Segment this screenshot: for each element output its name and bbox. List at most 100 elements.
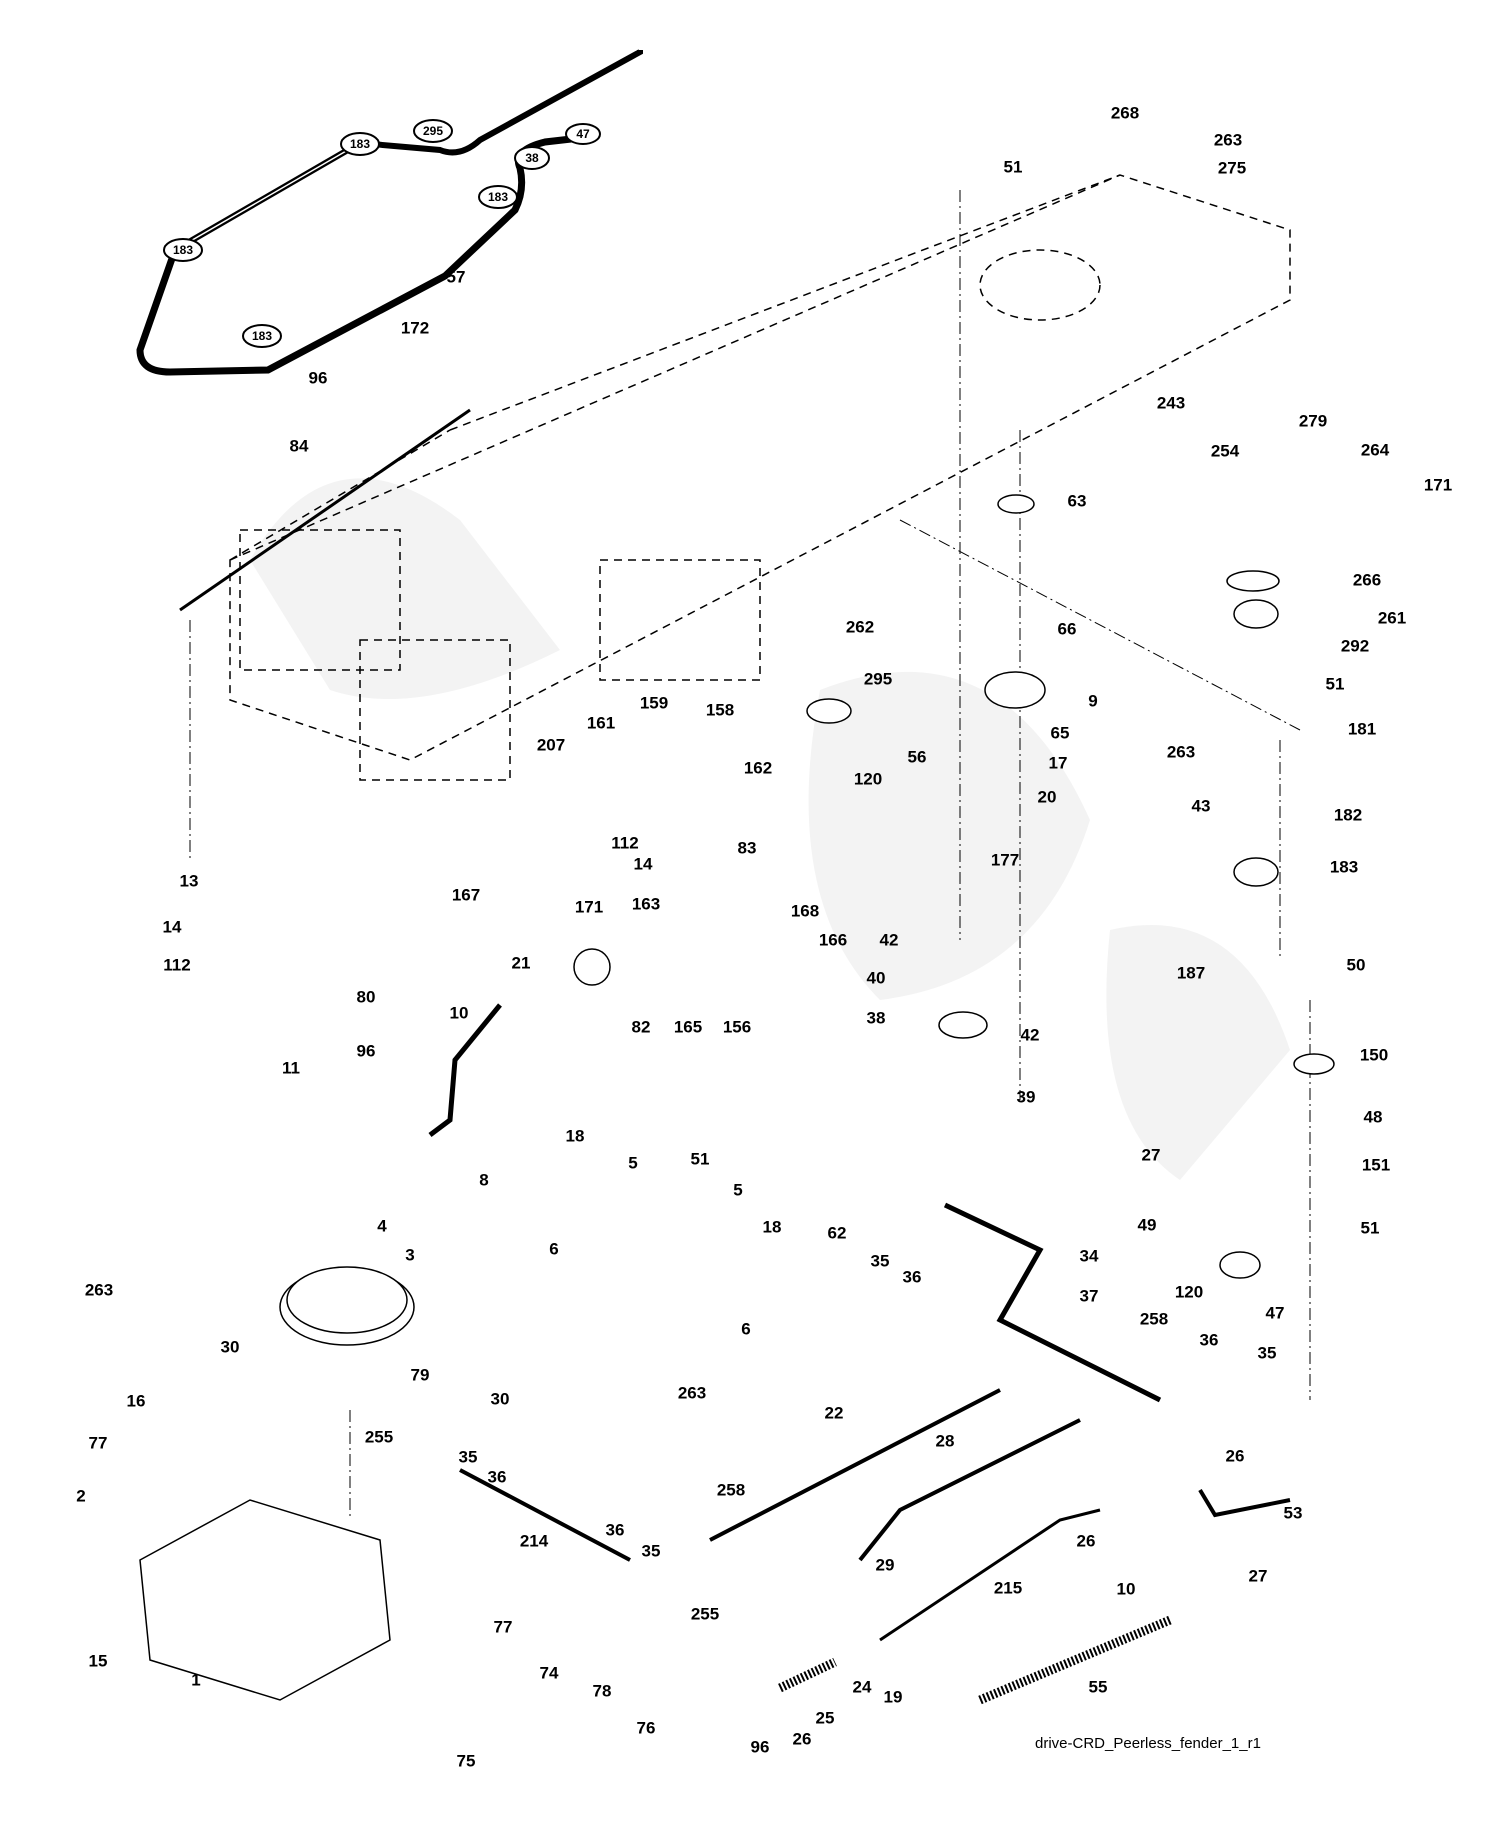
part-callout-83[interactable]: 83 bbox=[737, 838, 757, 858]
part-callout-62[interactable]: 62 bbox=[827, 1223, 847, 1243]
part-callout-79[interactable]: 79 bbox=[410, 1365, 430, 1385]
part-callout-243[interactable]: 243 bbox=[1156, 393, 1186, 413]
part-callout-13[interactable]: 13 bbox=[179, 871, 199, 891]
part-callout-22[interactable]: 22 bbox=[824, 1403, 844, 1423]
part-callout-36[interactable]: 36 bbox=[902, 1267, 922, 1287]
part-callout-263[interactable]: 263 bbox=[1213, 130, 1243, 150]
part-callout-161[interactable]: 161 bbox=[586, 713, 616, 733]
part-callout-166[interactable]: 166 bbox=[818, 930, 848, 950]
part-callout-19[interactable]: 19 bbox=[883, 1687, 903, 1707]
part-callout-112[interactable]: 112 bbox=[611, 833, 639, 853]
part-callout-214[interactable]: 214 bbox=[519, 1531, 549, 1551]
part-callout-163[interactable]: 163 bbox=[631, 894, 661, 914]
part-callout-9[interactable]: 9 bbox=[1088, 691, 1098, 711]
part-callout-258[interactable]: 258 bbox=[1139, 1309, 1169, 1329]
part-callout-51[interactable]: 51 bbox=[1360, 1218, 1380, 1238]
part-callout-3[interactable]: 3 bbox=[405, 1245, 415, 1265]
part-callout-292[interactable]: 292 bbox=[1340, 636, 1370, 656]
part-callout-36[interactable]: 36 bbox=[605, 1520, 625, 1540]
part-callout-263[interactable]: 263 bbox=[1166, 742, 1196, 762]
part-callout-263[interactable]: 263 bbox=[677, 1383, 707, 1403]
part-callout-266[interactable]: 266 bbox=[1352, 570, 1382, 590]
part-callout-63[interactable]: 63 bbox=[1067, 491, 1087, 511]
part-callout-38[interactable]: 38 bbox=[866, 1008, 886, 1028]
part-callout-26[interactable]: 26 bbox=[1076, 1531, 1096, 1551]
part-callout-171[interactable]: 171 bbox=[1423, 475, 1453, 495]
part-callout-76[interactable]: 76 bbox=[636, 1718, 656, 1738]
part-callout-5[interactable]: 5 bbox=[733, 1180, 743, 1200]
part-callout-56[interactable]: 56 bbox=[907, 747, 927, 767]
part-callout-187[interactable]: 187 bbox=[1176, 963, 1206, 983]
part-callout-15[interactable]: 15 bbox=[88, 1651, 108, 1671]
part-callout-150[interactable]: 150 bbox=[1359, 1045, 1389, 1065]
part-callout-182[interactable]: 182 bbox=[1333, 805, 1363, 825]
part-callout-30[interactable]: 30 bbox=[220, 1337, 240, 1357]
part-callout-37[interactable]: 37 bbox=[1079, 1286, 1099, 1306]
part-callout-168[interactable]: 168 bbox=[790, 901, 820, 921]
part-callout-151[interactable]: 151 bbox=[1361, 1155, 1391, 1175]
part-callout-27[interactable]: 27 bbox=[1141, 1145, 1161, 1165]
part-callout-120[interactable]: 120 bbox=[1174, 1282, 1204, 1302]
part-callout-215[interactable]: 215 bbox=[993, 1578, 1023, 1598]
part-callout-36[interactable]: 36 bbox=[487, 1467, 507, 1487]
part-callout-50[interactable]: 50 bbox=[1346, 955, 1366, 975]
part-callout-112[interactable]: 112 bbox=[163, 955, 191, 975]
part-callout-177[interactable]: 177 bbox=[990, 850, 1020, 870]
part-callout-10[interactable]: 10 bbox=[449, 1003, 469, 1023]
part-callout-262[interactable]: 262 bbox=[845, 617, 875, 637]
part-callout-74[interactable]: 74 bbox=[539, 1663, 559, 1683]
part-callout-36[interactable]: 36 bbox=[1199, 1330, 1219, 1350]
part-callout-35[interactable]: 35 bbox=[870, 1251, 890, 1271]
part-callout-96[interactable]: 96 bbox=[750, 1737, 770, 1757]
part-callout-26[interactable]: 26 bbox=[1225, 1446, 1245, 1466]
part-callout-21[interactable]: 21 bbox=[511, 953, 531, 973]
part-callout-34[interactable]: 34 bbox=[1079, 1246, 1099, 1266]
part-callout-120[interactable]: 120 bbox=[853, 769, 883, 789]
part-callout-4[interactable]: 4 bbox=[377, 1216, 387, 1236]
part-callout-162[interactable]: 162 bbox=[743, 758, 773, 778]
part-callout-158[interactable]: 158 bbox=[705, 700, 735, 720]
part-callout-207[interactable]: 207 bbox=[536, 735, 566, 755]
part-callout-28[interactable]: 28 bbox=[935, 1431, 955, 1451]
part-callout-165[interactable]: 165 bbox=[673, 1017, 703, 1037]
part-callout-18[interactable]: 18 bbox=[565, 1126, 585, 1146]
part-callout-35[interactable]: 35 bbox=[1257, 1343, 1277, 1363]
part-callout-279[interactable]: 279 bbox=[1298, 411, 1328, 431]
part-callout-47[interactable]: 47 bbox=[1265, 1303, 1285, 1323]
part-callout-255[interactable]: 255 bbox=[364, 1427, 394, 1447]
part-callout-268[interactable]: 268 bbox=[1110, 103, 1140, 123]
part-callout-57[interactable]: 57 bbox=[446, 267, 466, 287]
part-callout-51[interactable]: 51 bbox=[1325, 674, 1345, 694]
part-callout-6[interactable]: 6 bbox=[549, 1239, 559, 1259]
part-callout-263[interactable]: 263 bbox=[84, 1280, 114, 1300]
part-callout-66[interactable]: 66 bbox=[1057, 619, 1077, 639]
part-callout-18[interactable]: 18 bbox=[762, 1217, 782, 1237]
part-callout-8[interactable]: 8 bbox=[479, 1170, 489, 1190]
part-callout-27[interactable]: 27 bbox=[1248, 1566, 1268, 1586]
part-callout-258[interactable]: 258 bbox=[716, 1480, 746, 1500]
part-callout-35[interactable]: 35 bbox=[458, 1447, 478, 1467]
part-callout-49[interactable]: 49 bbox=[1137, 1215, 1157, 1235]
part-callout-29[interactable]: 29 bbox=[875, 1555, 895, 1575]
part-callout-16[interactable]: 16 bbox=[126, 1391, 146, 1411]
part-callout-167[interactable]: 167 bbox=[451, 885, 481, 905]
part-callout-84[interactable]: 84 bbox=[289, 436, 309, 456]
part-callout-48[interactable]: 48 bbox=[1363, 1107, 1383, 1127]
part-callout-295[interactable]: 295 bbox=[863, 669, 893, 689]
part-callout-26[interactable]: 26 bbox=[792, 1729, 812, 1749]
part-callout-65[interactable]: 65 bbox=[1050, 723, 1070, 743]
part-callout-261[interactable]: 261 bbox=[1377, 608, 1407, 628]
part-callout-75[interactable]: 75 bbox=[456, 1751, 476, 1771]
part-callout-172[interactable]: 172 bbox=[400, 318, 430, 338]
part-callout-6[interactable]: 6 bbox=[741, 1319, 751, 1339]
part-callout-17[interactable]: 17 bbox=[1048, 753, 1068, 773]
part-callout-171[interactable]: 171 bbox=[574, 897, 604, 917]
part-callout-264[interactable]: 264 bbox=[1360, 440, 1390, 460]
part-callout-255[interactable]: 255 bbox=[690, 1604, 720, 1624]
part-callout-51[interactable]: 51 bbox=[1003, 157, 1023, 177]
part-callout-2[interactable]: 2 bbox=[76, 1486, 86, 1506]
part-callout-14[interactable]: 14 bbox=[162, 917, 182, 937]
part-callout-96[interactable]: 96 bbox=[308, 368, 328, 388]
part-callout-39[interactable]: 39 bbox=[1016, 1087, 1036, 1107]
part-callout-275[interactable]: 275 bbox=[1217, 158, 1247, 178]
